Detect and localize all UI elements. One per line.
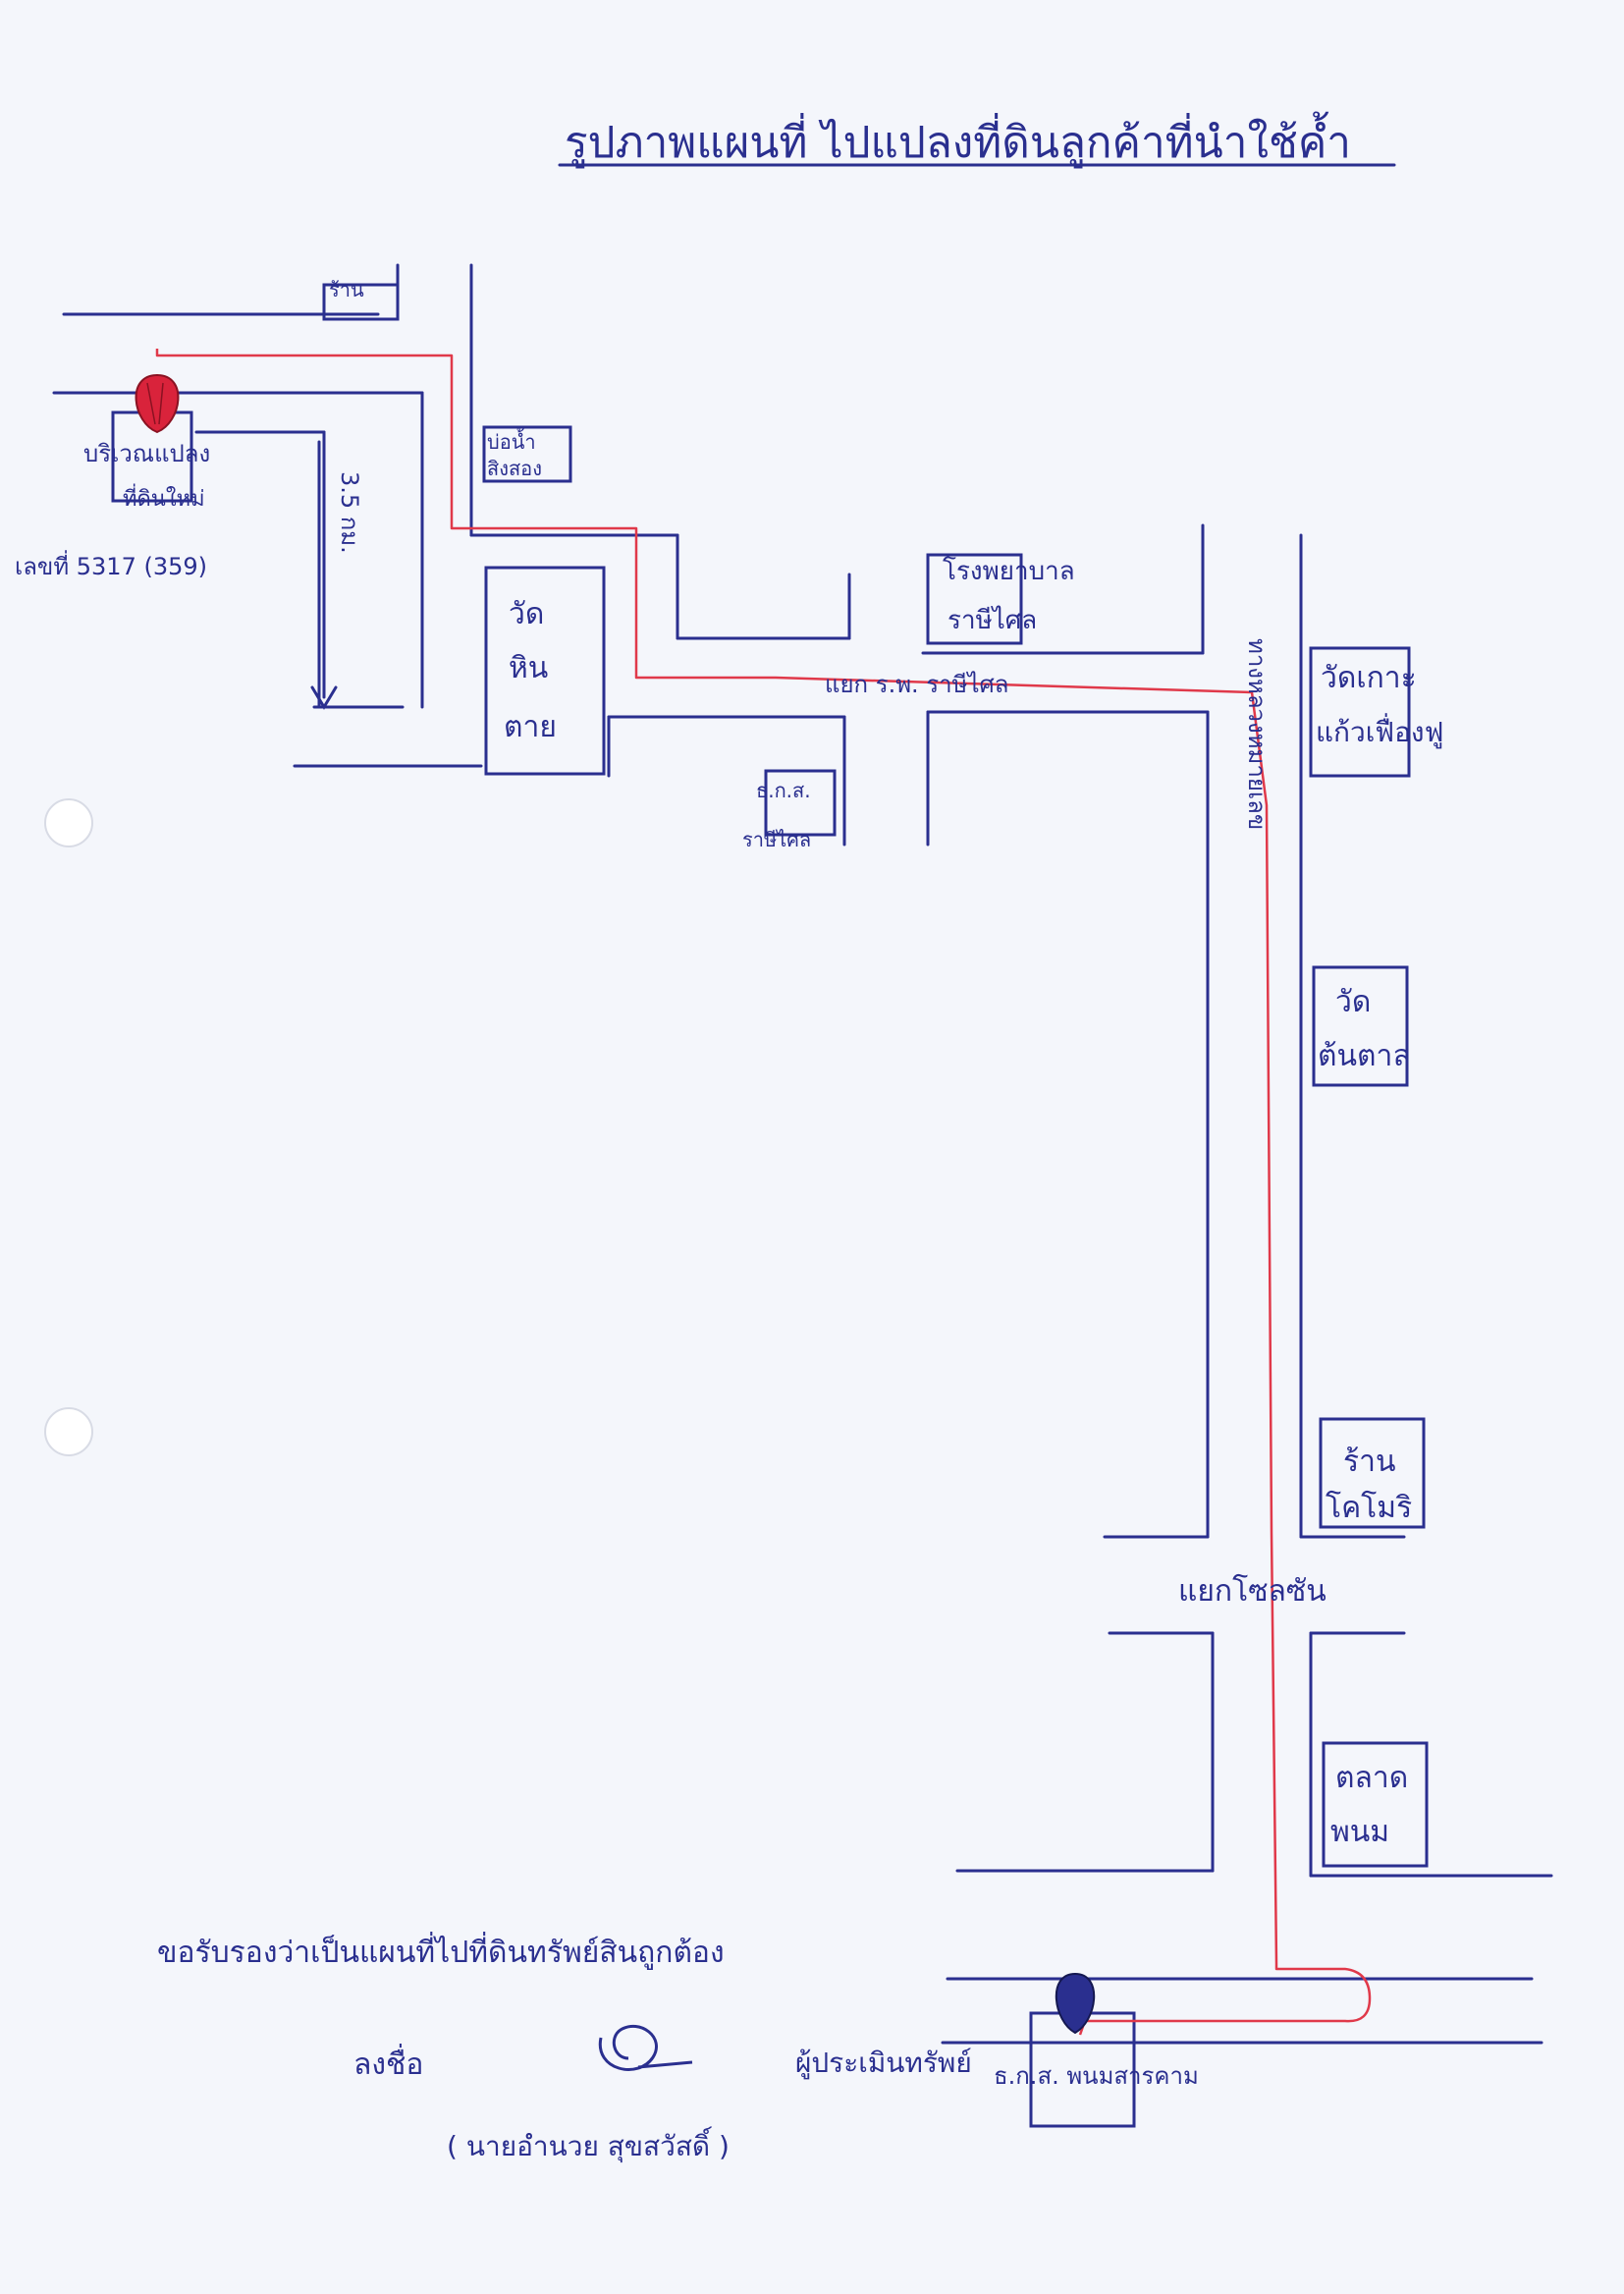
hospital-box [926, 553, 1023, 645]
market-box [1322, 1741, 1429, 1868]
bank-location-pin [1055, 1972, 1096, 2035]
label-wat-tontan-2: ต้นตาล [1318, 1039, 1411, 1073]
label-distance: 3.5 กม. [336, 471, 363, 554]
label-baac-rasi-1: ธ.ก.ส. [756, 779, 811, 802]
signature-mark [598, 2024, 693, 2071]
map-title: รูปภาพแผนที่ ไปแปลงที่ดินลูกค้าที่นำใช้ค… [565, 111, 1351, 169]
sign-label: ลงชื่อ [353, 2044, 423, 2082]
label-highway: ทางหลวงหมายเลข [1243, 638, 1271, 830]
label-wat-kaeo-2: แก้วเฟื่องฟู [1316, 713, 1443, 749]
wat-kaeo-box [1309, 646, 1411, 778]
label-hospital-1: โรงพยาบาล [943, 556, 1075, 586]
label-wat-hin-2: หิน [509, 651, 548, 685]
map-labels: ร้าน บริเวณแปลง ที่ดินใหม่ เลขที่ 5317 (… [15, 278, 1443, 2090]
route-line [155, 349, 1372, 2036]
landmark-boxes [111, 283, 1429, 2128]
label-pond-2: สิงสอง [487, 457, 542, 480]
label-customer-plot-2: ที่ดินใหม่ [123, 483, 205, 512]
shop-box-top [322, 283, 400, 321]
certification-statement: ขอรับรองว่าเป็นแผนที่ไปที่ดินทรัพย์สินถู… [157, 1932, 725, 1970]
komori-box [1319, 1417, 1426, 1529]
punch-hole-lower [44, 1407, 93, 1456]
label-shop-top: ร้าน [329, 278, 364, 301]
label-wat-kaeo-1: วัดเกาะ [1321, 661, 1417, 695]
label-hospital-2: ราษีไศล [947, 605, 1037, 635]
label-wat-hin-3: ตาย [504, 710, 557, 744]
label-wat-hin-1: วัด [509, 597, 544, 631]
label-market-1: ตลาด [1335, 1761, 1408, 1795]
customer-location-pin [135, 373, 180, 434]
label-komori-1: ร้าน [1343, 1445, 1395, 1479]
distance-marker [194, 430, 338, 710]
label-junction-rasi: แยก ร.พ. ราษีไศล [825, 671, 1009, 698]
label-baac-branch: ธ.ก.ส. พนมสารคาม [994, 2062, 1199, 2090]
label-pond: บ่อน้ำ [487, 428, 536, 454]
label-junction-soi: แยกโซลซัน [1178, 1573, 1326, 1609]
certification-block: ขอรับรองว่าเป็นแผนที่ไปที่ดินทรัพย์สินถู… [157, 1932, 972, 2163]
baac-rasi-box [764, 769, 837, 837]
label-deed-number: เลขที่ 5317 (359) [15, 550, 207, 580]
roads [52, 263, 1553, 2045]
pond-box [482, 425, 572, 483]
punch-hole-upper [44, 798, 93, 847]
appraiser-name: ( นายอำนวย สุขสวัสดิ์ ) [447, 2126, 730, 2163]
wat-tontan-box [1312, 965, 1409, 1087]
label-customer-plot-1: บริเวณแปลง [83, 440, 210, 467]
label-market-2: พนม [1330, 1815, 1389, 1849]
label-baac-rasi-2: ราษีไศล [742, 828, 811, 851]
label-wat-tontan-1: วัด [1335, 985, 1371, 1019]
label-komori-2: โคโมริ [1326, 1490, 1412, 1525]
appraiser-role: ผู้ประเมินทรัพย์ [795, 2047, 972, 2080]
wat-hin-tai-box [484, 566, 606, 776]
